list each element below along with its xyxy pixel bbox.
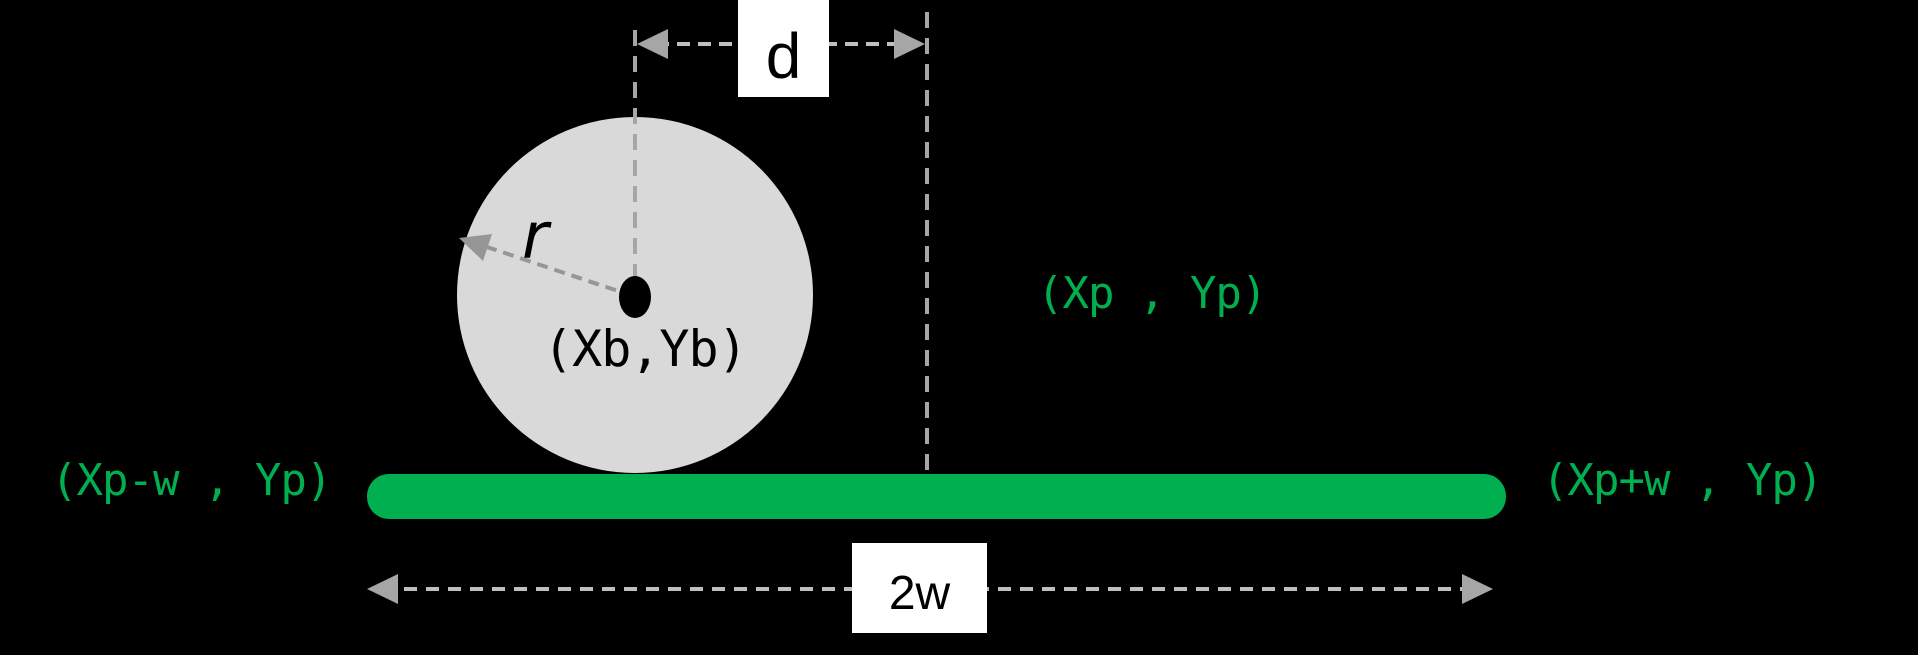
paddle-left-end-label: (Xp-w , Yp) xyxy=(51,455,332,506)
d-dimension-box: d xyxy=(738,0,829,97)
width-dimension-label: 2w xyxy=(888,566,951,620)
width-arrow-left-icon xyxy=(367,574,398,604)
d-arrow-right-icon xyxy=(894,29,925,59)
radius-label: r xyxy=(522,200,549,274)
paddle-right-end-label: (Xp+w , Yp) xyxy=(1542,455,1823,506)
ball-center-dot xyxy=(619,276,651,318)
ball-center-label: (Xb,Yb) xyxy=(543,320,748,378)
width-dimension-box: 2w xyxy=(852,543,987,633)
paddle-center-label: (Xp , Yp) xyxy=(1037,268,1267,319)
d-dimension-label: d xyxy=(765,19,802,92)
radius-line xyxy=(483,244,634,298)
radius-arrowhead-icon xyxy=(459,234,492,261)
width-arrow-right-icon xyxy=(1462,574,1493,604)
d-arrow-left-icon xyxy=(637,29,668,59)
paddle xyxy=(367,474,1506,519)
